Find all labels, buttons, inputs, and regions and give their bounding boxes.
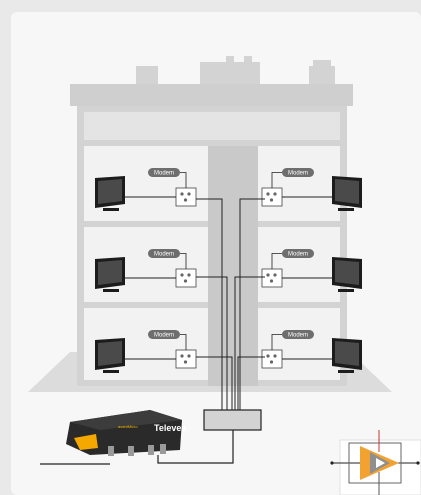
room-unit-left-middle: Modem	[95, 249, 197, 292]
tv-icon	[332, 257, 362, 292]
modem-tag	[282, 168, 314, 177]
modem-cable	[271, 172, 282, 188]
modem-tag	[282, 249, 314, 258]
room-right-middle	[258, 227, 340, 302]
modem-tag	[148, 168, 180, 177]
room-right-top	[258, 146, 340, 221]
tv-icon	[332, 176, 362, 211]
wall-outlet-icon	[175, 187, 197, 207]
modem-cable	[271, 253, 282, 269]
tv-icon	[95, 257, 125, 292]
modem-label: Modem	[154, 252, 174, 258]
wall-outlet-icon	[261, 349, 283, 369]
room-unit-left-bottom: Modem	[95, 330, 197, 373]
room-unit-right-top: Modem	[261, 168, 362, 211]
amplifier-symbol	[330, 430, 421, 495]
distribution-box	[203, 409, 262, 431]
modem-label: Modem	[288, 171, 308, 177]
product-label: avantMicro	[118, 424, 138, 429]
modem-cable	[180, 334, 187, 350]
modem-label: Modem	[154, 333, 174, 339]
wall-outlet-icon	[261, 187, 283, 207]
brand-label: Televes	[154, 423, 186, 433]
room-right-bottom	[258, 308, 340, 380]
modem-cable	[271, 334, 282, 350]
modem-tag	[148, 330, 180, 339]
modem-label: Modem	[288, 333, 308, 339]
roof-chimneys	[136, 56, 335, 84]
modem-cable	[180, 172, 187, 188]
amplifier-unit: Televes avantMicro	[66, 410, 186, 456]
tv-icon	[95, 176, 125, 211]
modem-tag	[148, 249, 180, 258]
room-unit-right-bottom: Modem	[261, 330, 362, 373]
room-unit-right-middle: Modem	[261, 249, 362, 292]
modem-cable	[180, 253, 187, 269]
wall-outlet-icon	[261, 268, 283, 288]
modem-label: Modem	[154, 171, 174, 177]
riser-cables	[196, 198, 265, 410]
room-unit-left-top: Modem	[95, 168, 197, 211]
wall-outlet-icon	[175, 349, 197, 369]
tv-icon	[95, 338, 125, 373]
tv-icon	[332, 338, 362, 373]
wall-outlet-icon	[175, 268, 197, 288]
modem-label: Modem	[288, 252, 308, 258]
amplifier-cables	[40, 430, 234, 465]
modem-tag	[282, 330, 314, 339]
